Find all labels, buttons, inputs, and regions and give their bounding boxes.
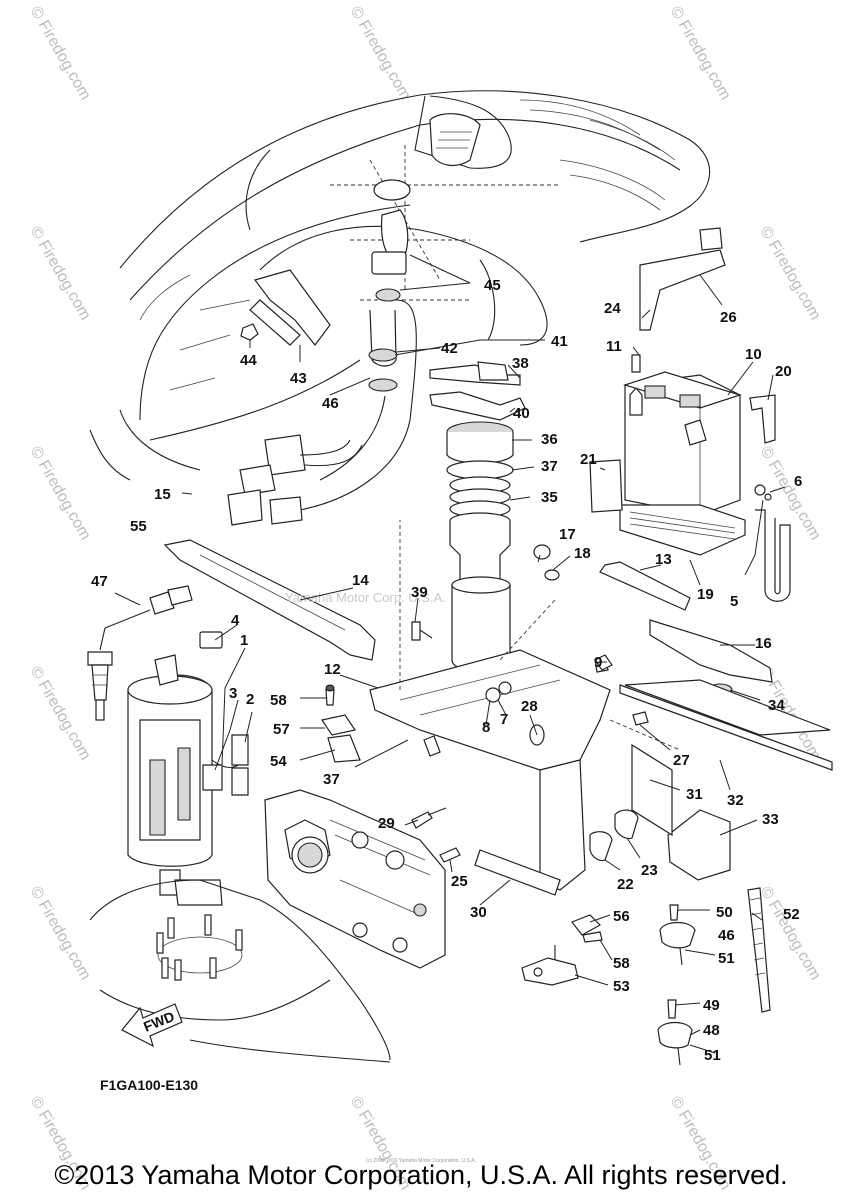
callout-36: 36 — [541, 431, 558, 448]
callout-51: 51 — [718, 950, 735, 967]
callout-53: 53 — [613, 978, 630, 995]
brackets-38-40 — [429, 361, 526, 421]
callout-18: 18 — [574, 545, 591, 562]
callout-9: 9 — [594, 654, 602, 671]
site-watermark: © Firedog.com — [757, 224, 824, 324]
studs — [156, 914, 243, 981]
frame-brackets — [599, 561, 833, 881]
callout-34: 34 — [768, 697, 785, 714]
callout-labels: 1 2 3 4 5 6 7 8 9 10 11 12 13 14 15 16 1… — [91, 277, 802, 1064]
callout-52: 52 — [783, 906, 800, 923]
leader-lines — [114, 254, 786, 1054]
lower-brackets — [521, 914, 603, 986]
callout-29: 29 — [378, 815, 395, 832]
site-watermark: © Firedog.com — [667, 4, 734, 104]
callout-8: 8 — [482, 719, 490, 736]
callout-19: 19 — [697, 586, 714, 603]
callout-10: 10 — [745, 346, 762, 363]
callout-47: 47 — [91, 573, 108, 590]
callout-14: 14 — [352, 572, 369, 589]
callout-58: 58 — [270, 692, 287, 709]
callout-12: 12 — [324, 661, 341, 678]
callout-25: 25 — [451, 873, 468, 890]
callout-27: 27 — [673, 752, 690, 769]
callout-58-lower: 58 — [613, 955, 630, 972]
site-watermark: © Firedog.com — [27, 4, 94, 104]
callout-40: 40 — [513, 405, 530, 422]
callout-35: 35 — [541, 489, 558, 506]
callout-3: 3 — [229, 685, 237, 702]
callout-51-lower: 51 — [704, 1047, 721, 1064]
bolts — [411, 544, 613, 863]
site-watermark: © Firedog.com — [27, 444, 94, 544]
wire-harness — [227, 434, 363, 526]
callout-17: 17 — [559, 526, 576, 543]
callout-39: 39 — [411, 584, 428, 601]
callout-56: 56 — [613, 908, 630, 925]
callout-22: 22 — [617, 876, 634, 893]
battery-group — [589, 227, 791, 602]
callout-44: 44 — [240, 352, 257, 369]
callout-33: 33 — [762, 811, 779, 828]
callout-46: 46 — [322, 395, 339, 412]
callout-49: 49 — [703, 997, 720, 1014]
callout-4: 4 — [231, 612, 240, 629]
lower-hull — [89, 879, 391, 1063]
site-watermark: © Firedog.com — [27, 664, 94, 764]
fwd-arrow-icon: FWD — [121, 1003, 183, 1048]
callout-38: 38 — [512, 355, 529, 372]
clips-54-57-58 — [321, 684, 361, 763]
callout-30: 30 — [470, 904, 487, 921]
diagram-code: F1GA100-E130 — [100, 1077, 198, 1093]
callout-50: 50 — [716, 904, 733, 921]
callout-20: 20 — [775, 363, 792, 380]
callout-26: 26 — [720, 309, 737, 326]
copyright-notice: ©2013 Yamaha Motor Corporation, U.S.A. A… — [54, 1160, 788, 1190]
callout-7: 7 — [500, 711, 508, 728]
sensor-47 — [87, 585, 193, 721]
callout-16: 16 — [755, 635, 772, 652]
site-watermark: © Firedog.com — [347, 4, 414, 104]
callout-45: 45 — [484, 277, 501, 294]
callout-1: 1 — [240, 632, 248, 649]
fuel-pump — [127, 631, 249, 906]
callout-6: 6 — [794, 473, 802, 490]
callout-31: 31 — [686, 786, 703, 803]
callout-41: 41 — [551, 333, 568, 350]
electrical-box — [264, 789, 446, 969]
seat-bracket — [240, 269, 331, 346]
callout-13: 13 — [655, 551, 672, 568]
callout-32: 32 — [727, 792, 744, 809]
hull-deck — [89, 90, 711, 481]
callout-23: 23 — [641, 862, 658, 879]
callout-2: 2 — [246, 691, 254, 708]
electrical-tray — [369, 520, 681, 896]
callout-15: 15 — [154, 486, 171, 503]
callout-28: 28 — [521, 698, 538, 715]
callout-21: 21 — [580, 451, 597, 468]
callout-37-lower: 37 — [323, 771, 340, 788]
callout-48: 48 — [703, 1022, 720, 1039]
callout-11: 11 — [606, 338, 622, 355]
callout-42: 42 — [441, 340, 458, 357]
callout-57: 57 — [273, 721, 290, 738]
callout-43: 43 — [290, 370, 307, 387]
yamaha-watermark: Yamaha Motor Corp. U.S.A. — [285, 590, 446, 605]
callout-37: 37 — [541, 458, 558, 475]
callout-54: 54 — [270, 753, 287, 770]
fine-print: (c) 2000-2016 Yamaha Motor Corporation, … — [366, 1158, 476, 1164]
clamps — [657, 887, 771, 1066]
callout-5: 5 — [730, 593, 738, 610]
callout-55: 55 — [130, 518, 147, 535]
site-watermark: © Firedog.com — [27, 224, 94, 324]
filler-neck — [299, 113, 481, 511]
site-watermark: © Firedog.com — [27, 884, 94, 984]
bracket-bar-14 — [163, 539, 376, 661]
callout-24: 24 — [604, 300, 621, 317]
filler-tube-assembly — [446, 421, 514, 672]
callout-46-lower: 46 — [718, 927, 735, 944]
